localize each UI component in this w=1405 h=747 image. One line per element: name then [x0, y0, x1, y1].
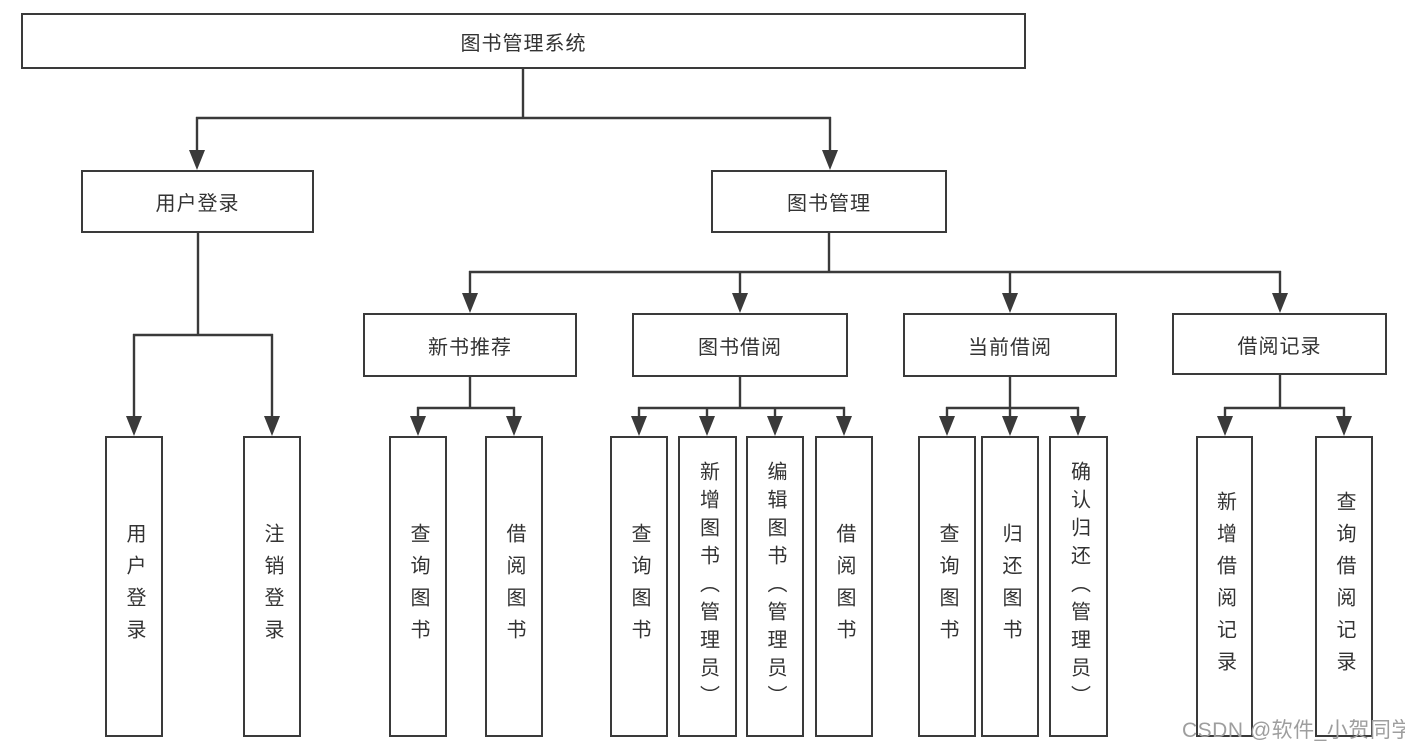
node-current-borrowing: 当前借阅	[903, 313, 1117, 377]
leaf-query-books-borrowing: 查询图书	[610, 436, 668, 737]
node-new-book-recommend-label: 新书推荐	[428, 336, 512, 359]
node-root-system: 图书管理系统	[21, 13, 1026, 69]
node-borrowing-records: 借阅记录	[1172, 313, 1387, 375]
leaf-query-books-recommend-label: 查询图书	[407, 522, 429, 651]
leaf-user-login-label: 用户登录	[123, 522, 145, 651]
node-user-login-label: 用户登录	[155, 193, 240, 215]
node-book-management: 图书管理	[711, 170, 947, 233]
leaf-return-books-label: 归还图书	[999, 522, 1021, 651]
leaf-add-books-admin-label: 新增图书（管理员）	[696, 460, 719, 713]
leaf-query-books-current: 查询图书	[918, 436, 976, 737]
watermark-text: CSDN @软件_小贺同学	[1182, 719, 1405, 742]
leaf-query-borrow-record: 查询借阅记录	[1315, 436, 1373, 737]
leaf-borrow-books: 借阅图书	[815, 436, 873, 737]
node-book-borrowing: 图书借阅	[632, 313, 848, 377]
leaf-add-borrow-record-label: 新增借阅记录	[1213, 490, 1236, 683]
leaf-confirm-return-admin: 确认归还（管理员）	[1049, 436, 1108, 737]
leaf-edit-books-admin: 编辑图书（管理员）	[746, 436, 804, 737]
node-book-borrowing-label: 图书借阅	[698, 336, 782, 359]
node-current-borrowing-label: 当前借阅	[968, 336, 1052, 359]
leaf-borrow-books-recommend: 借阅图书	[485, 436, 543, 737]
leaf-user-login: 用户登录	[105, 436, 163, 737]
node-root-system-label: 图书管理系统	[460, 32, 587, 55]
leaf-logout: 注销登录	[243, 436, 301, 737]
leaf-return-books: 归还图书	[981, 436, 1039, 737]
leaf-query-books-recommend: 查询图书	[389, 436, 447, 737]
leaf-query-borrow-record-label: 查询借阅记录	[1333, 490, 1355, 683]
leaf-query-books-current-label: 查询图书	[936, 522, 958, 651]
node-book-management-label: 图书管理	[787, 193, 871, 215]
leaf-add-borrow-record: 新增借阅记录	[1196, 436, 1253, 737]
leaf-borrow-books-recommend-label: 借阅图书	[503, 522, 525, 651]
leaf-add-books-admin: 新增图书（管理员）	[678, 436, 737, 737]
node-user-login: 用户登录	[81, 170, 314, 233]
leaf-logout-label: 注销登录	[261, 522, 283, 651]
node-new-book-recommend: 新书推荐	[363, 313, 577, 377]
leaf-edit-books-admin-label: 编辑图书（管理员）	[764, 460, 786, 713]
leaf-borrow-books-label: 借阅图书	[833, 522, 855, 651]
leaf-query-books-borrowing-label: 查询图书	[628, 522, 650, 651]
leaf-confirm-return-admin-label: 确认归还（管理员）	[1067, 460, 1090, 713]
node-borrowing-records-label: 借阅记录	[1237, 335, 1322, 358]
